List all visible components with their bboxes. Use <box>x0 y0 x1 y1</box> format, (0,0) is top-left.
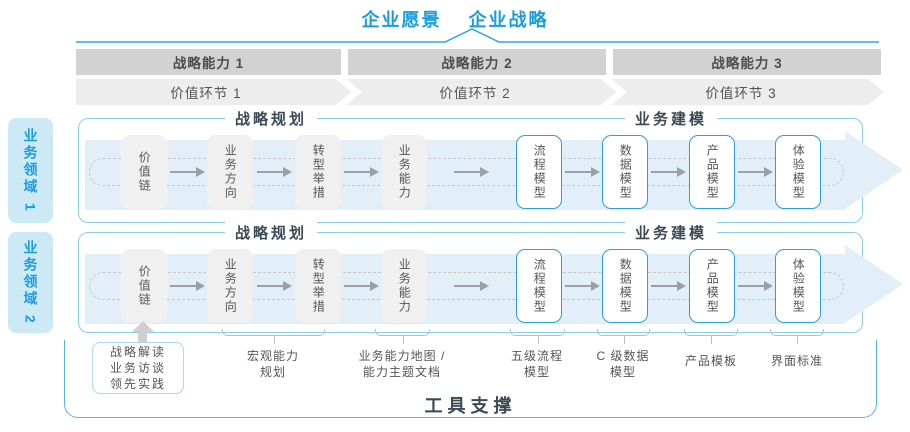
value-chain-band <box>76 79 884 105</box>
note-line: 产品模板 <box>684 354 737 368</box>
note-line: 宏观能力 <box>246 349 299 363</box>
arrow-right-icon <box>344 167 379 177</box>
brace-icon <box>770 329 824 344</box>
box-transformation-moves: 转型举措 <box>295 249 341 323</box>
section-header-modeling: 业务建模 <box>624 108 718 129</box>
arrow-right-icon <box>651 167 686 177</box>
brace-icon <box>597 329 650 344</box>
tool-support-container <box>64 340 877 418</box>
arrow-right-icon <box>454 167 489 177</box>
capability-bar-2-label: 战略能力 2 <box>441 56 513 71</box>
note-line: 规划 <box>259 365 286 380</box>
section-header-planning: 战略规划 <box>224 108 318 129</box>
arrow-right-icon <box>738 281 773 291</box>
practice-line-3: 领先实践 <box>109 377 166 392</box>
practice-line-2: 业务访谈 <box>109 360 166 375</box>
arrow-up-icon <box>132 321 154 332</box>
box-business-capability: 业务能力 <box>381 249 427 323</box>
brace-icon <box>222 329 325 344</box>
arrow-right-icon <box>565 281 600 291</box>
arrow-right-icon <box>651 281 686 291</box>
vision-title: 企业愿景 <box>361 10 442 30</box>
value-link-3-label: 价值环节 3 <box>705 86 777 101</box>
brace-icon <box>684 329 738 344</box>
note-line: 五级流程 <box>510 349 563 363</box>
note-line: C 级数据 <box>596 349 650 363</box>
box-data-model: 数据模型 <box>602 135 648 209</box>
note-line: 模型 <box>523 365 550 380</box>
box-experience-model: 体验模型 <box>775 249 821 323</box>
dashed-placeholder-band <box>89 272 844 300</box>
value-link-2-label: 价值环节 2 <box>439 86 511 101</box>
box-process-model: 流程模型 <box>516 249 562 323</box>
practice-input-box: 战略解读 业务访谈 领先实践 <box>92 342 184 394</box>
capability-bar-1-label: 战略能力 1 <box>172 56 245 71</box>
note-ui-standard: 界面标准 <box>732 353 862 369</box>
domain-tag-2: 业务领域 2 <box>8 232 53 333</box>
section-header-modeling: 业务建模 <box>624 222 718 243</box>
flow-arrow-head-icon <box>845 131 903 209</box>
value-link-1-label: 价值环节 1 <box>170 86 242 101</box>
arrow-right-icon <box>257 167 292 177</box>
note-data-model: C 级数据 模型 <box>558 348 688 380</box>
box-product-model: 产品模型 <box>689 135 735 209</box>
box-process-model: 流程模型 <box>516 135 562 209</box>
bracket-line-icon <box>76 28 879 43</box>
note-process-model: 五级流程 模型 <box>472 348 602 380</box>
note-line: 界面标准 <box>770 354 823 368</box>
box-value-chain: 价值链 <box>121 135 167 209</box>
box-value-chain: 价值链 <box>121 249 167 323</box>
domain-tag-1: 业务领域 1 <box>8 118 53 223</box>
note-capability-map: 业务能力地图 / 能力主题文档 <box>337 348 467 380</box>
box-transformation-moves: 转型举措 <box>295 135 341 209</box>
note-line: 模型 <box>609 365 636 380</box>
arrow-right-icon <box>565 167 600 177</box>
arrow-right-icon <box>738 167 773 177</box>
arrow-up-shaft <box>138 331 147 342</box>
strategy-title: 企业战略 <box>468 10 549 30</box>
box-business-capability: 业务能力 <box>381 135 427 209</box>
practice-line-1: 战略解读 <box>109 344 166 359</box>
domain-2-lane: 战略规划 业务建模 价值链 业务方向 转型举措 业务能力 流程模型 数据模型 产… <box>78 222 903 333</box>
brace-icon <box>510 329 565 344</box>
box-data-model: 数据模型 <box>602 249 648 323</box>
domain-1-lane: 战略规划 业务建模 价值链 业务方向 转型举措 业务能力 流程模型 数据模型 产… <box>78 108 903 223</box>
box-product-model: 产品模型 <box>689 249 735 323</box>
brace-icon <box>375 329 430 344</box>
note-line: 能力主题文档 <box>362 365 441 380</box>
arrow-right-icon <box>454 281 489 291</box>
tool-support-label: 工具支撑 <box>424 396 517 416</box>
arrow-right-icon <box>344 281 379 291</box>
capability-bar-3: 战略能力 3 <box>613 49 881 75</box>
arrow-right-icon <box>257 281 292 291</box>
arrow-right-icon <box>170 281 205 291</box>
dashed-placeholder-band <box>89 158 844 186</box>
note-line: 业务能力地图 / <box>358 349 446 363</box>
box-business-direction: 业务方向 <box>207 249 253 323</box>
capability-bar-2: 战略能力 2 <box>348 49 606 75</box>
arrow-right-icon <box>170 167 205 177</box>
section-header-planning: 战略规划 <box>224 222 318 243</box>
capability-bar-3-label: 战略能力 3 <box>711 56 783 71</box>
page-title: 企业愿景 企业战略 <box>0 6 910 32</box>
box-business-direction: 业务方向 <box>207 135 253 209</box>
capability-bar-1: 战略能力 1 <box>76 49 341 75</box>
note-macro-capability: 宏观能力 规划 <box>208 348 338 380</box>
box-experience-model: 体验模型 <box>775 135 821 209</box>
flow-arrow-head-icon <box>845 245 903 323</box>
note-product-template: 产品模板 <box>646 353 776 369</box>
